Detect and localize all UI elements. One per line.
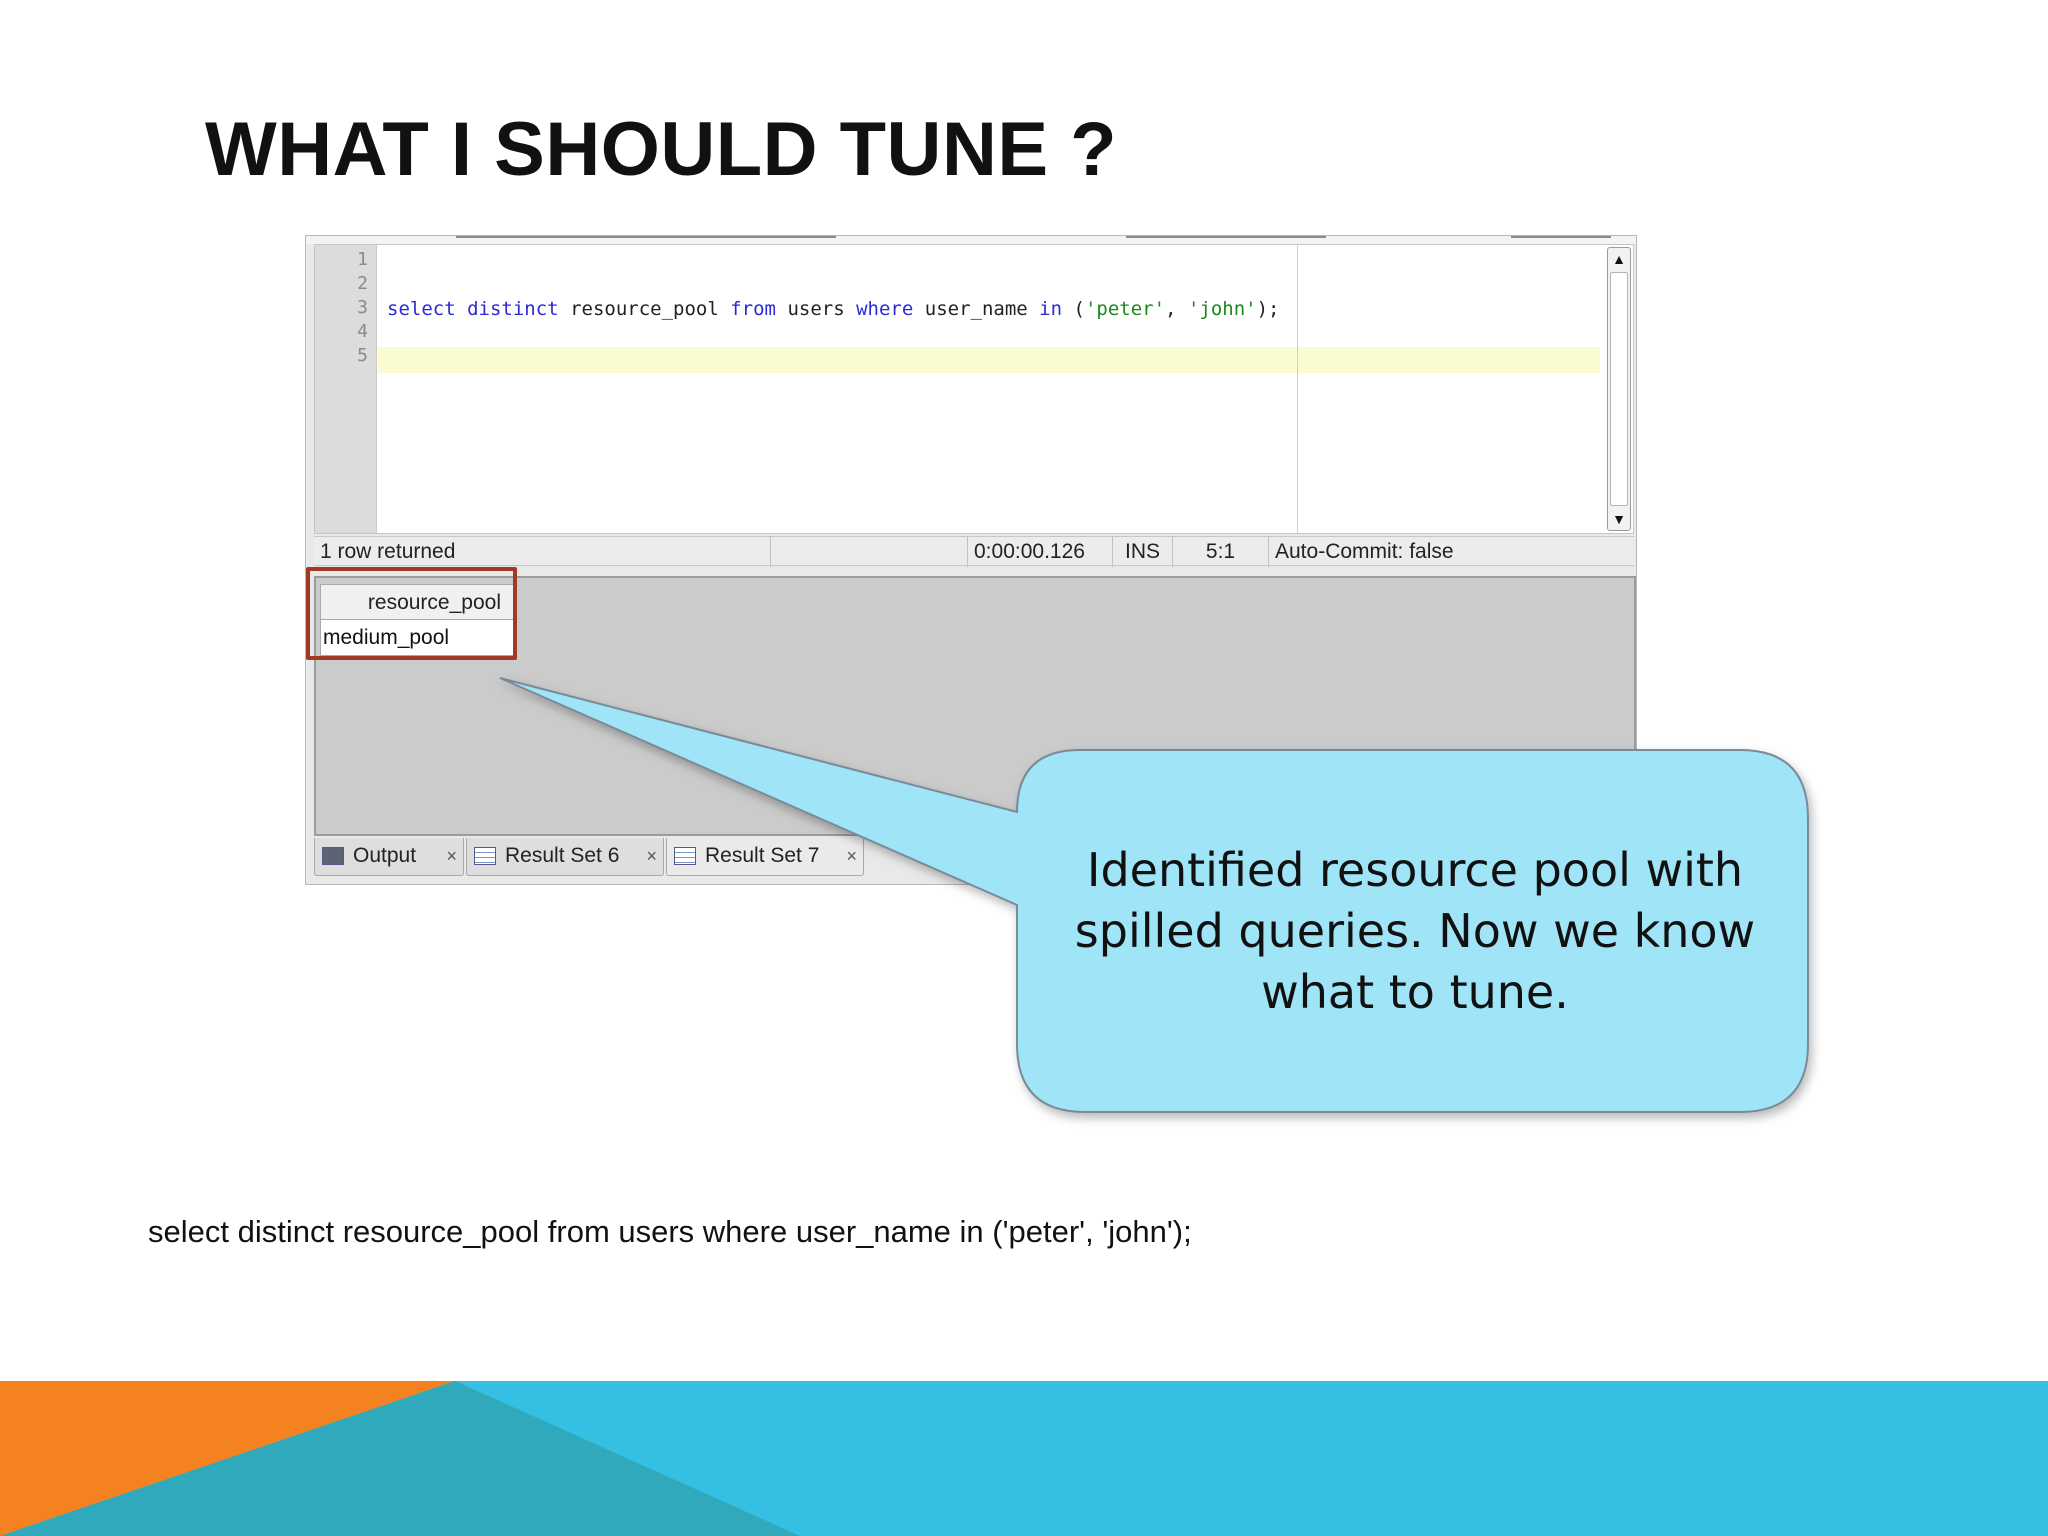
elapsed-time-status: 0:00:00.126 — [968, 537, 1113, 567]
keyword-select: select — [387, 298, 456, 320]
column-name: resource_pool — [570, 298, 719, 320]
scroll-down-arrow-icon[interactable]: ▼ — [1612, 511, 1626, 527]
scroll-up-arrow-icon[interactable]: ▲ — [1612, 251, 1626, 267]
callout-line: Identified resource pool with — [1086, 843, 1744, 897]
scrollbar-thumb[interactable] — [1610, 272, 1628, 506]
footer-decoration — [0, 1381, 2048, 1536]
editor-vertical-scrollbar[interactable]: ▲ ▼ — [1607, 247, 1631, 531]
column-header-resource-pool[interactable]: resource_pool — [320, 584, 516, 620]
string-literal: 'peter' — [1084, 298, 1166, 320]
console-icon — [322, 847, 344, 865]
status-spacer — [771, 537, 968, 567]
keyword-from: from — [730, 298, 776, 320]
keyword-where: where — [856, 298, 914, 320]
keyword-distinct: distinct — [467, 298, 559, 320]
keyword-in: in — [1039, 298, 1063, 320]
close-paren: ); — [1256, 298, 1280, 320]
open-paren: ( — [1073, 298, 1085, 320]
autocommit-status: Auto-Commit: false — [1275, 540, 1454, 563]
sql-editor[interactable]: 1 2 3 4 5 select distinct resource_pool … — [314, 244, 1634, 534]
callout-line: spilled queries. Now we know — [1074, 904, 1756, 958]
callout-bubble — [499, 677, 1809, 1113]
line-number: 1 — [357, 249, 368, 270]
footer-teal-wedge — [0, 1381, 800, 1536]
tab-label: Output — [353, 844, 417, 867]
current-line-highlight — [378, 347, 1600, 373]
line-number: 2 — [357, 273, 368, 294]
result-grid-panel: resource_pool medium_pool — [314, 576, 1636, 836]
slide-caption: select distinct resource_pool from users… — [148, 1214, 1192, 1249]
close-icon[interactable]: × — [646, 846, 657, 866]
tab-output[interactable]: Output × — [314, 838, 464, 876]
callout-line: what to tune. — [1261, 965, 1569, 1019]
tab-result-set-7[interactable]: Result Set 7 × — [666, 838, 864, 876]
close-icon[interactable]: × — [446, 846, 457, 866]
tab-label: Result Set 6 — [505, 844, 620, 867]
table-name: users — [787, 298, 845, 320]
comma: , — [1165, 298, 1177, 320]
sql-code-line[interactable]: select distinct resource_pool from users… — [387, 298, 1279, 320]
string-literal: 'john' — [1187, 298, 1257, 320]
tab-label: Result Set 7 — [705, 844, 820, 867]
callout-text: Identified resource pool with spilled qu… — [1020, 840, 1810, 1023]
line-number: 4 — [357, 321, 368, 342]
result-tabs: Output × Result Set 6 × Result Set 7 × — [314, 838, 1514, 876]
sql-ide-screenshot: 1 2 3 4 5 select distinct resource_pool … — [305, 235, 1637, 885]
close-icon[interactable]: × — [846, 846, 857, 866]
table-icon — [674, 847, 696, 865]
tab-result-set-6[interactable]: Result Set 6 × — [466, 838, 664, 876]
right-margin-line — [1297, 245, 1298, 533]
cursor-position-status: 5:1 — [1173, 537, 1269, 567]
highlight-box — [306, 567, 517, 660]
line-number: 3 — [357, 297, 368, 318]
table-cell[interactable]: medium_pool — [320, 620, 516, 656]
field-name: user_name — [924, 298, 1028, 320]
editor-tab-strip — [306, 236, 1636, 244]
rows-returned-status: 1 row returned — [314, 537, 771, 567]
table-icon — [474, 847, 496, 865]
line-number: 5 — [357, 345, 368, 366]
status-bar: 1 row returned 0:00:00.126 INS 5:1 Auto-… — [314, 536, 1634, 567]
line-number-gutter: 1 2 3 4 5 — [315, 245, 377, 533]
insert-mode-status: INS — [1113, 537, 1173, 567]
slide-title: WHAT I SHOULD TUNE ? — [205, 107, 1118, 192]
